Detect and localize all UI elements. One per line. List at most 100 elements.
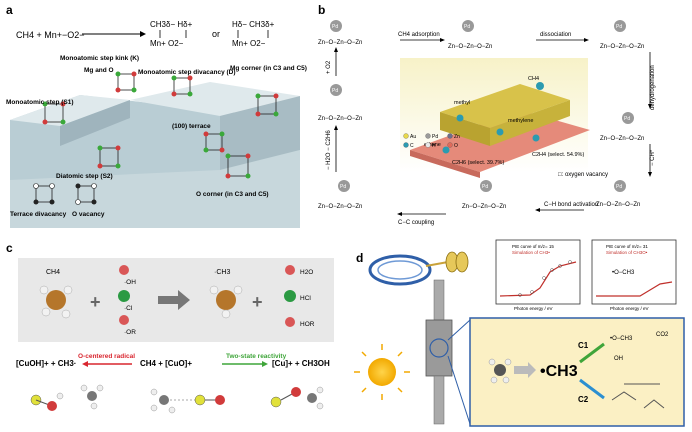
- or-radical-icon: [119, 315, 129, 325]
- process-arrow: [514, 362, 536, 378]
- zno-chain: Zn−O−Zn−O−Zn: [600, 44, 644, 50]
- product-left-top: CH3δ− Hδ+: [150, 20, 193, 29]
- label-c2h4-sel: C2H4 (select. 54.9%): [532, 152, 584, 158]
- ch3-molecule-icon: [80, 384, 104, 410]
- zno-chain: Zn−O−Zn−O−Zn: [462, 204, 506, 210]
- label-c2h6-sel: C2H6 (select. 39.7%): [452, 160, 504, 166]
- zno-chain: Zn−O−Zn−O−Zn: [448, 44, 492, 50]
- legend-swatch-pd: [425, 133, 431, 139]
- hcl-icon: [284, 290, 296, 302]
- ethylene-molecule: [532, 134, 540, 142]
- plus-sign: +: [252, 292, 263, 312]
- methylene-molecule: [496, 128, 504, 136]
- label-hor: HOR: [300, 321, 315, 328]
- panel-a-equation: CH4 + Mn+−O2−: [16, 30, 85, 40]
- label-or: ·OR: [124, 329, 136, 336]
- label-cc-coupling: C−C coupling: [398, 220, 434, 226]
- label-h2o: H2O: [300, 269, 313, 276]
- h2o-icon: [285, 265, 295, 275]
- label-kink: Monoatomic step kink (K): [60, 55, 139, 62]
- label-hcl: HCl: [300, 295, 311, 302]
- lower-terrace: [10, 150, 300, 228]
- or-text: or: [212, 29, 220, 39]
- lattice-cluster: [75, 183, 97, 205]
- zno-chain: Zn−O−Zn−O−Zn: [318, 204, 362, 210]
- zno-chain: Zn−O−Zn−O−Zn: [318, 40, 362, 46]
- lattice-cluster: [203, 131, 225, 153]
- label-diatomic: Diatomic step (S2): [56, 173, 113, 180]
- label-oh-product: OH: [614, 356, 623, 362]
- panel-label-c: c: [6, 241, 13, 255]
- product-right-top: Hδ− CH3δ+: [232, 20, 275, 29]
- label-cl: ·Cl: [124, 305, 133, 312]
- left-equation: [CuOH]+ + CH3·: [16, 359, 76, 368]
- zno-chain: Zn−O−Zn−O−Zn: [318, 116, 362, 122]
- label-mono-step-divacancy: Monoatomic step divacancy (D): [138, 69, 236, 76]
- lattice-cluster: [33, 183, 55, 205]
- legend-swatch-o: [447, 142, 453, 148]
- auPd-cluster: [440, 84, 570, 128]
- ch3-radical: •CH3: [540, 363, 578, 380]
- cycle-node-6: Pd Zn−O−Zn−O−Zn: [462, 180, 506, 210]
- legend-label-zn: Zn: [454, 134, 460, 140]
- radical-pathway-inset: [469, 317, 685, 427]
- label-o-corner: O corner (in C3 and C5): [196, 191, 269, 198]
- label-ethane: ethane: [424, 142, 441, 148]
- cycle-node-1: Pd Zn−O−Zn−O−Zn: [318, 20, 362, 46]
- pie-plot-2: PIE curve of m/z= 31 Simulation of CH3O•…: [591, 239, 677, 311]
- legend-swatch-au: [403, 133, 409, 139]
- label-mg-corner: Mg corner (in C3 and C5): [230, 65, 307, 72]
- label-dehydrogenation: dehydrogenation: [650, 65, 656, 110]
- label-methyl: methyl: [454, 100, 470, 106]
- ch4-molecule-icon: [46, 290, 66, 310]
- c2-arrow: [579, 378, 605, 400]
- svg-text:Pd: Pd: [482, 184, 488, 190]
- pie2-molecule: •O−CH3: [612, 270, 635, 276]
- svg-text:Pd: Pd: [624, 116, 630, 122]
- cycle-node-4: Pd Zn−O−Zn−O−Zn: [600, 112, 644, 142]
- label-mg-o: Mg and O: [84, 67, 114, 74]
- label-plus-o: + O2: [326, 60, 332, 74]
- hor-icon: [285, 317, 295, 327]
- cycle-node-3: Pd Zn−O−Zn−O−Zn: [600, 20, 644, 50]
- lattice-cluster: [171, 75, 193, 97]
- pie2-title: PIE curve of m/z= 31: [606, 244, 648, 249]
- label-h2o-c2h6: − H2O − C2H6: [326, 130, 332, 170]
- legend-label-pd: Pd: [432, 134, 438, 140]
- label-methylene: methylene: [508, 118, 533, 124]
- plus-sign: +: [90, 292, 101, 312]
- pie2-sim: Simulation of CH3O•: [606, 250, 648, 255]
- svg-text:Pd: Pd: [464, 24, 470, 30]
- mid-equation: CH4 + [CuO]+: [140, 359, 192, 368]
- synchrotron-ring-icon: [368, 254, 432, 286]
- methyl-molecule: [456, 114, 464, 122]
- reaction-arrow: [158, 290, 190, 310]
- label-oh: ·OH: [124, 279, 136, 286]
- ch3-radical-icon: [216, 290, 236, 310]
- step-top-face: [10, 95, 130, 126]
- panel-label-a: a: [6, 3, 13, 17]
- legend-swatch-zn: [447, 133, 453, 139]
- label-terrace-divacancy: Terrace divacancy: [10, 211, 67, 218]
- pie2-sim-line: [596, 281, 673, 297]
- c1-arrow: [579, 342, 605, 364]
- terrace-face: [130, 82, 300, 116]
- arrowhead: [140, 31, 146, 37]
- cycle-node-5: Pd Zn−O−Zn−O−Zn: [596, 180, 640, 208]
- cu-ch3oh-molecule-icon: [270, 386, 324, 410]
- ethane-molecule: [442, 146, 450, 154]
- sun-icon: [368, 358, 396, 386]
- label-methane: CH4: [528, 76, 539, 82]
- zoom-circle: [429, 338, 449, 358]
- zno-chain: Zn−O−Zn−O−Zn: [596, 202, 640, 208]
- panel-c: c CH4 + ·OH ·Cl ·OR ·CH3 + H2O HCl HOR […: [6, 241, 334, 414]
- product-left-bottom: Mn+ O2−: [150, 39, 184, 48]
- ch4-cuo-molecule-icon: [150, 388, 225, 414]
- product-right-bottom: Mn+ O2−: [232, 39, 266, 48]
- reactor-tube: [433, 279, 445, 321]
- cycle-node-7: Pd Zn−O−Zn−O−Zn: [318, 180, 362, 210]
- c2-product-skeleton: [611, 391, 637, 401]
- pie1-sim-line: [499, 261, 577, 297]
- label-co2: CO2: [656, 332, 669, 338]
